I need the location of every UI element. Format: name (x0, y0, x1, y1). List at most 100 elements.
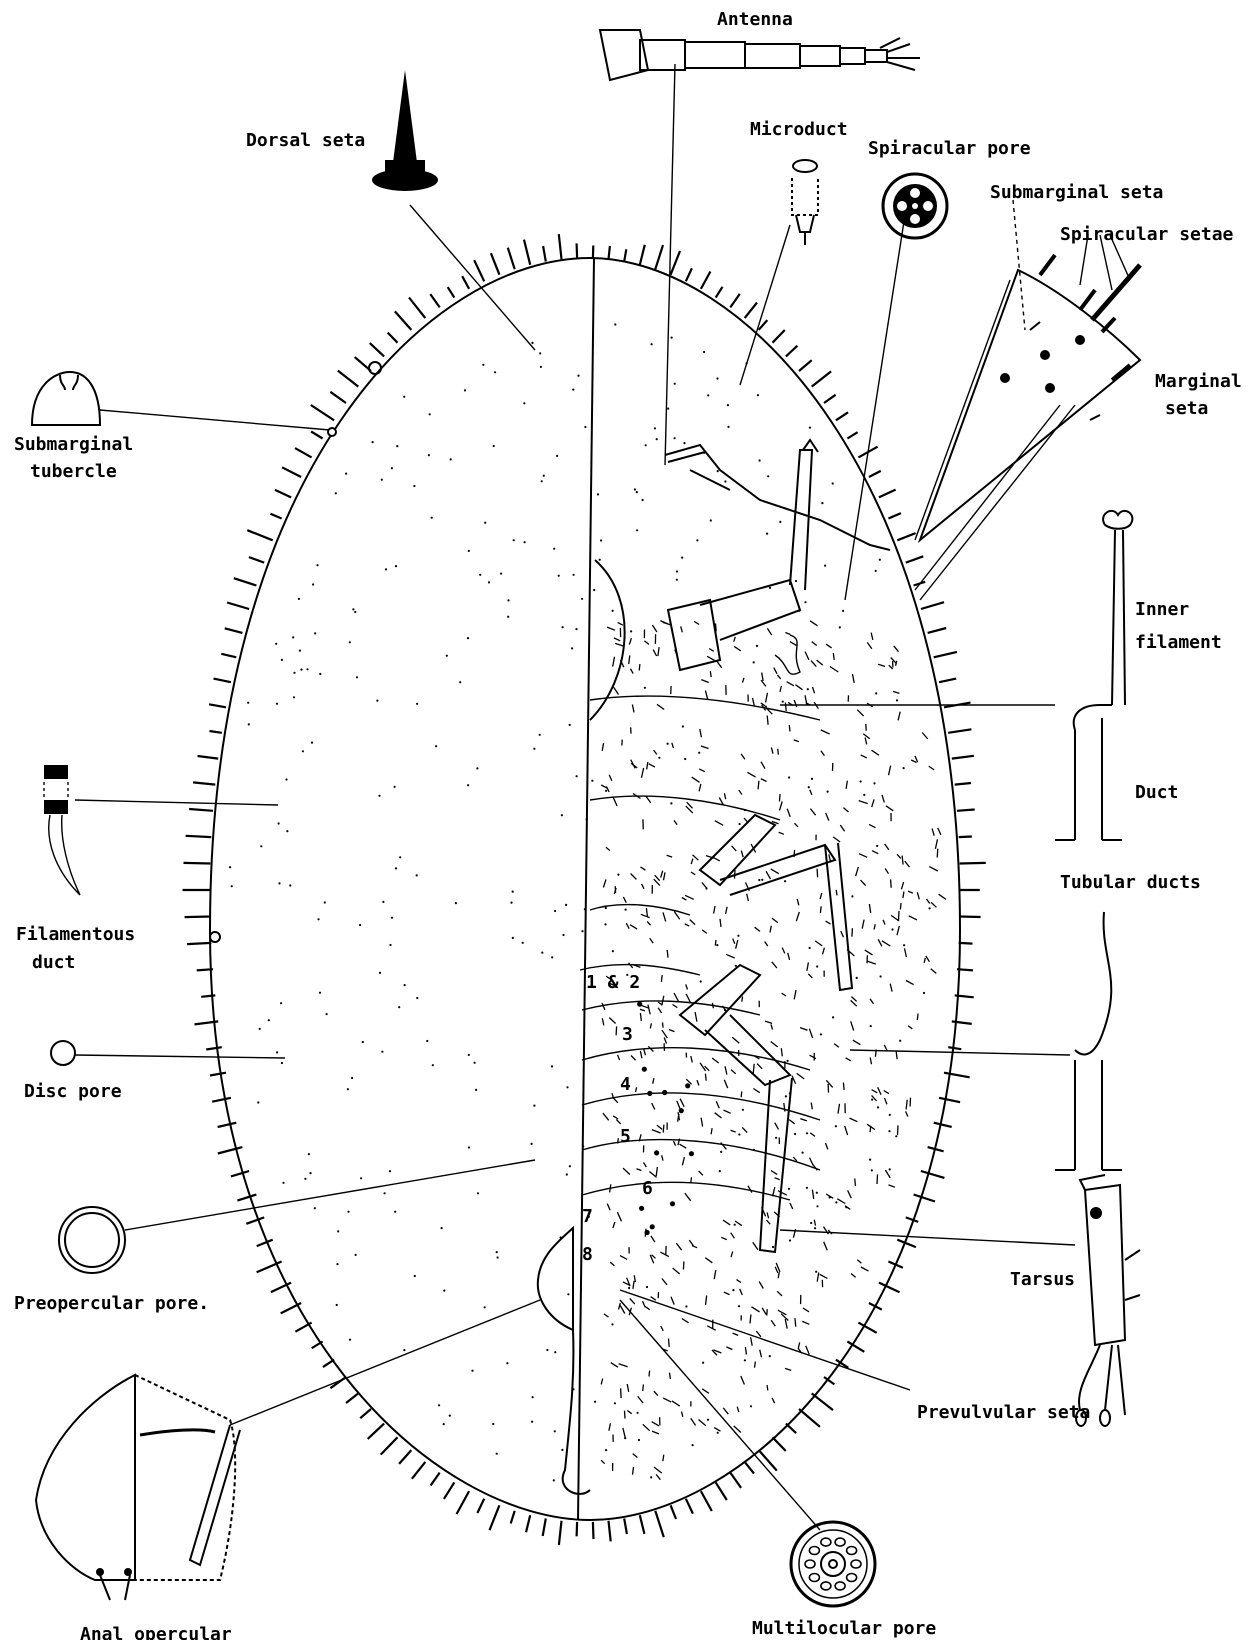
stipple-dot (281, 1062, 283, 1064)
ventral-dash (856, 867, 859, 876)
stipple-dot (510, 902, 512, 904)
tubular-duct-icon (1055, 511, 1132, 1170)
ventral-dash (639, 664, 640, 670)
stipple-dot (416, 874, 418, 876)
stipple-dot (788, 1188, 790, 1190)
ventral-dash (705, 691, 707, 700)
ventral-dash (618, 622, 623, 625)
stipple-dot (522, 942, 524, 944)
ventral-dash (661, 1326, 663, 1331)
marginal-seta (187, 943, 211, 944)
label-disc-pore: Disc pore (24, 1081, 122, 1102)
ventral-dash (782, 948, 785, 954)
stipple-dot (814, 1227, 816, 1229)
marginal-seta (960, 917, 981, 918)
ventral-dash (673, 1005, 678, 1008)
stipple-dot (876, 845, 878, 847)
marginal-seta (209, 704, 226, 707)
ventral-dash (663, 1455, 664, 1462)
ventral-dash (732, 846, 737, 851)
stipple-dot (820, 1033, 822, 1035)
ventral-dash (850, 1118, 858, 1122)
segment-label-1-2: 1 & 2 (586, 972, 640, 993)
ventral-dash (902, 856, 903, 865)
ventral-dash (701, 1118, 703, 1127)
marginal-seta (323, 1360, 334, 1367)
stipple-dot (467, 784, 469, 786)
ventral-dash (900, 903, 901, 909)
marginal-seta (395, 311, 411, 330)
stipple-dot (779, 521, 781, 523)
ventral-dash (937, 849, 938, 858)
ventral-dash (924, 958, 925, 963)
ventral-dash (767, 1385, 768, 1390)
ventral-dash (701, 746, 709, 749)
ventral-dash (714, 1270, 716, 1279)
stipple-dot (416, 997, 418, 999)
marginal-seta (237, 1195, 256, 1201)
ventral-dash (757, 1064, 762, 1069)
segment-lines (580, 696, 820, 1200)
ventral-dash (723, 1220, 730, 1225)
ventral-dash (885, 1098, 887, 1104)
ventral-dash (711, 1128, 712, 1134)
stipple-dot (670, 802, 672, 804)
stipple-dot (667, 743, 669, 745)
ventral-dash (775, 1267, 778, 1273)
ventral-dash (741, 754, 745, 759)
stipple-dot (314, 1207, 316, 1209)
stipple-dot (403, 1349, 405, 1351)
ventral-dash (642, 884, 644, 889)
marginal-seta (559, 1521, 562, 1545)
ventral-dash (821, 751, 825, 756)
ventral-dash (778, 749, 779, 755)
ventral-dash (891, 658, 896, 663)
hind-leg (680, 965, 792, 1252)
ventral-dash (890, 984, 892, 992)
stipple-dot (727, 426, 729, 428)
ventral-dash (661, 871, 663, 878)
ventral-dash (867, 642, 872, 648)
ventral-dash (701, 680, 708, 683)
ventral-dash (733, 1333, 739, 1335)
stipple-dot (443, 1290, 445, 1292)
stipple-dot (554, 1351, 556, 1353)
marginal-seta (189, 809, 213, 811)
stipple-dot (789, 1239, 791, 1241)
stipple-dot (896, 699, 898, 701)
ventral-dash (655, 875, 660, 881)
ventral-dash (629, 638, 631, 644)
marginal-seta (198, 756, 219, 759)
stipple-dot (336, 1304, 338, 1306)
stipple-dot (842, 610, 844, 612)
ventral-dash (631, 1056, 636, 1061)
stipple-dot (429, 413, 431, 415)
ventral-dash (690, 920, 695, 925)
stipple-dot (561, 1449, 563, 1451)
stipple-dot (604, 923, 606, 925)
marginal-seta (511, 1511, 515, 1524)
ventral-dash (680, 1099, 684, 1107)
ventral-dash (613, 657, 615, 667)
stipple-dot (658, 757, 660, 759)
stipple-dot (319, 992, 321, 994)
ventral-dash (678, 1114, 679, 1122)
stipple-dot (903, 767, 905, 769)
ventral-dash (646, 908, 647, 916)
marginal-seta (959, 837, 972, 838)
ventral-dash (810, 621, 817, 626)
stipple-dot (403, 396, 405, 398)
ventral-dash (682, 898, 687, 901)
ventral-dash (796, 912, 799, 921)
stipple-dot (275, 643, 277, 645)
mid-leg (700, 815, 852, 990)
marginal-seta (210, 1073, 226, 1076)
ventral-dash (629, 655, 630, 664)
stipple-dot (929, 907, 931, 909)
ventral-dash (826, 1143, 828, 1149)
ventral-dash (761, 680, 766, 686)
marginal-seta (218, 1147, 243, 1153)
marginal-seta (773, 330, 785, 343)
ventral-dash (601, 1379, 603, 1385)
marginal-seta (671, 1505, 676, 1519)
